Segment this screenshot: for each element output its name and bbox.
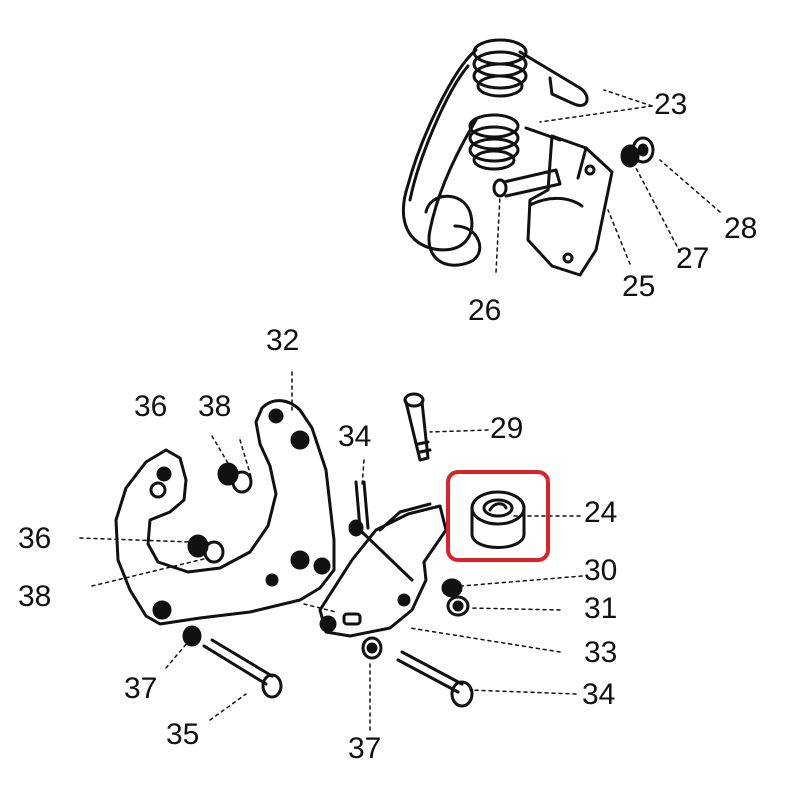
nut-37-right xyxy=(361,636,383,660)
label-37-right: 37 xyxy=(348,732,382,765)
label-34-upper: 34 xyxy=(338,420,372,453)
label-28: 28 xyxy=(724,212,758,245)
label-25: 25 xyxy=(622,270,656,303)
highlight-box-part-24 xyxy=(446,470,550,562)
spacer-30 xyxy=(441,578,463,598)
label-36-upper: 36 xyxy=(134,390,168,423)
spacer-31 xyxy=(446,595,470,617)
label-26: 26 xyxy=(468,294,502,327)
bracket-25 xyxy=(526,134,614,277)
label-27: 27 xyxy=(676,242,710,275)
bolt-34-lower xyxy=(396,650,474,708)
label-38-upper: 38 xyxy=(198,390,232,423)
bolt-29 xyxy=(403,392,432,462)
label-24: 24 xyxy=(584,496,618,529)
label-34-lower: 34 xyxy=(582,678,616,711)
leader-lines xyxy=(79,89,721,731)
label-29: 29 xyxy=(490,412,524,445)
stud-34-upper xyxy=(354,480,370,530)
nut-37-left xyxy=(182,625,202,647)
washer-28 xyxy=(631,136,655,164)
label-36-lower: 36 xyxy=(18,522,52,555)
roller-24 xyxy=(470,490,526,549)
label-38-lower: 38 xyxy=(18,580,52,613)
label-33: 33 xyxy=(584,636,618,669)
bolt-35 xyxy=(202,638,283,699)
idler-arm xyxy=(318,502,448,638)
label-35: 35 xyxy=(166,718,200,751)
bolt-26 xyxy=(492,168,562,198)
label-30: 30 xyxy=(584,554,618,587)
label-32: 32 xyxy=(266,324,300,357)
washer-nut-36-38-lower xyxy=(187,534,225,564)
label-37-left: 37 xyxy=(124,672,158,705)
torsion-spring-23 xyxy=(401,38,589,267)
washer-nut-36-38-upper xyxy=(217,462,253,494)
label-31: 31 xyxy=(584,592,618,625)
label-23: 23 xyxy=(654,88,688,121)
plate-32 xyxy=(114,399,336,626)
